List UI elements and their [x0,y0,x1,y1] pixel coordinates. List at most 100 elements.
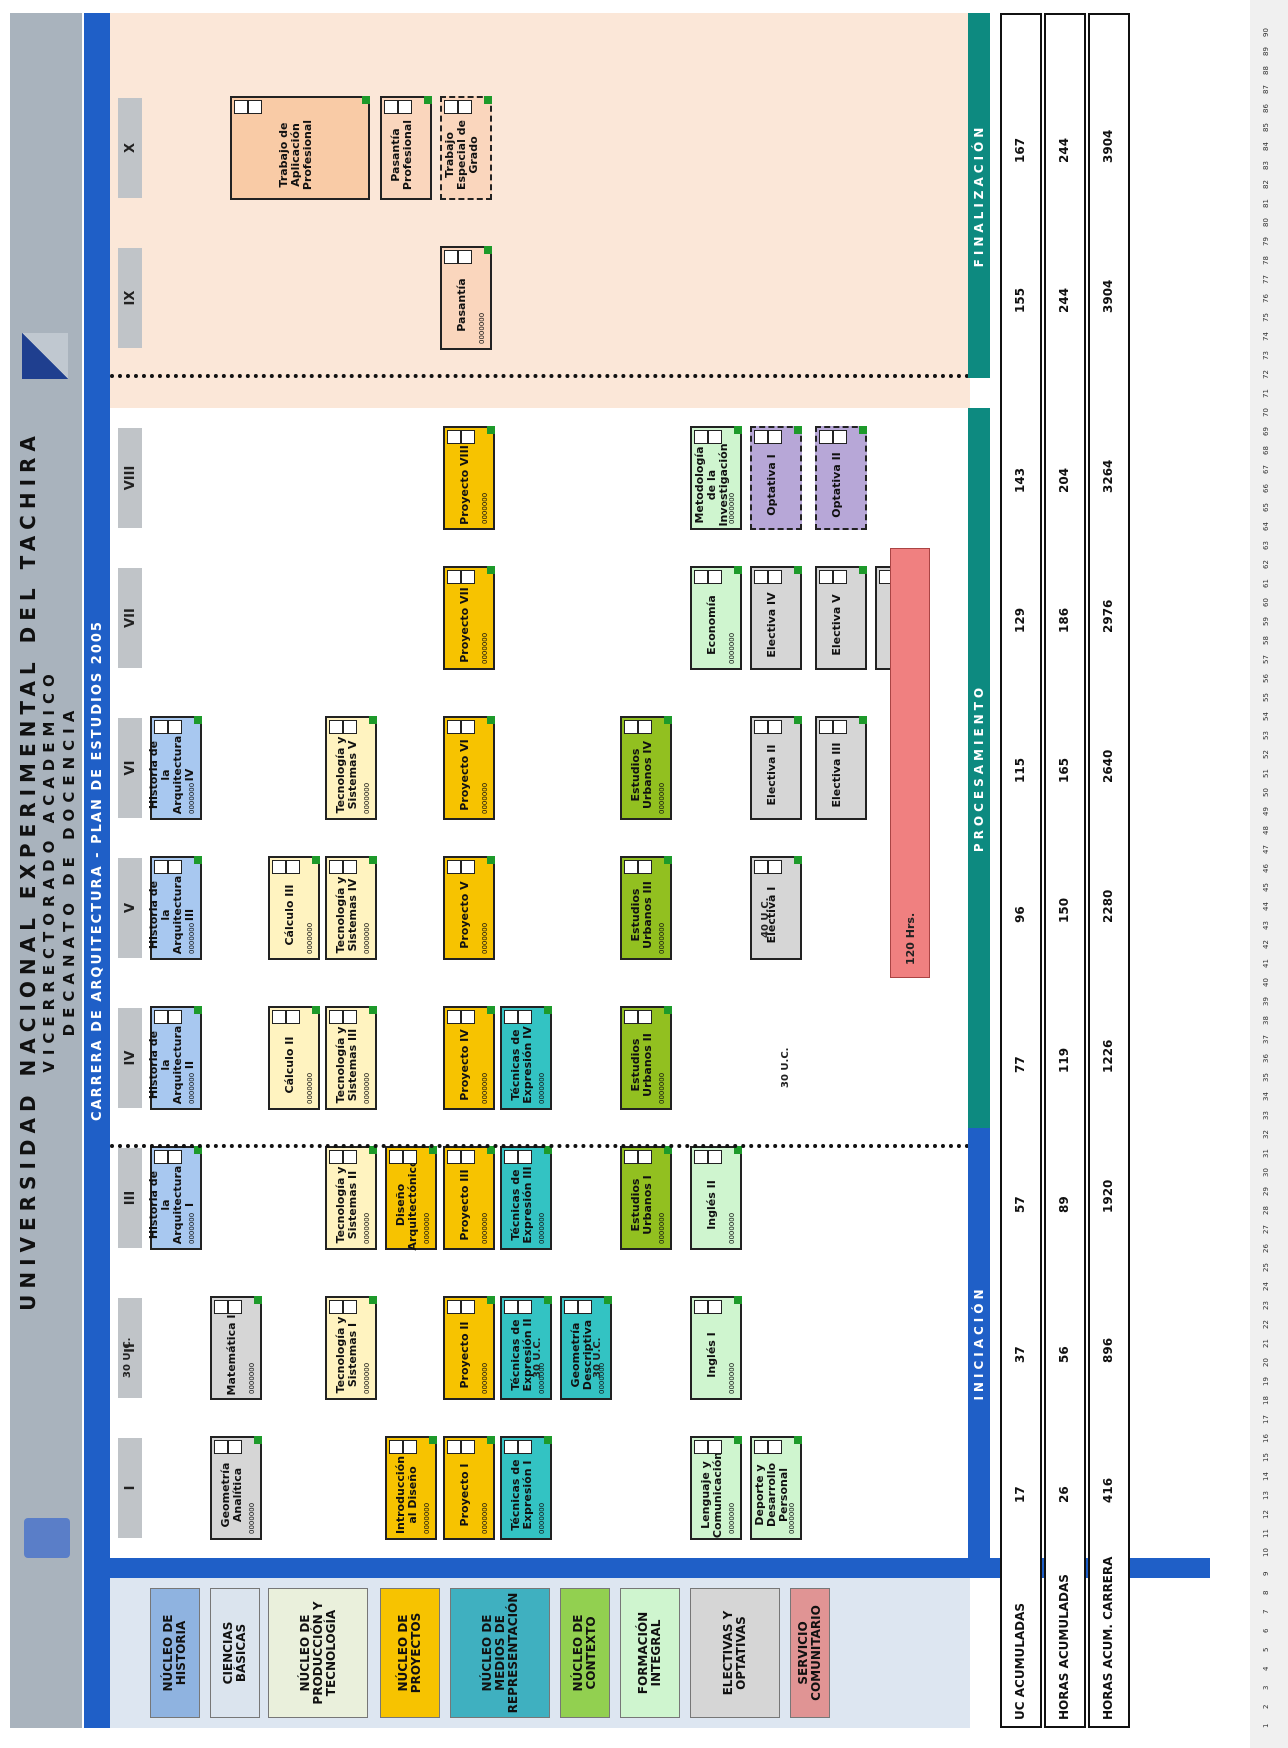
course-marker [487,1436,495,1444]
course-42[interactable]: Electiva V [815,566,867,670]
course-32[interactable]: Lenguaje y Comunicación 0000000 [690,1436,742,1540]
course-marker [664,856,672,864]
course-hr-box [638,1010,652,1024]
course-marker [487,566,495,574]
course-49[interactable]: Trabajo Especial de Grado [440,96,492,200]
ruler-number: 25 [1262,1263,1270,1272]
course-hr-box [228,1440,242,1454]
course-marker [859,716,867,724]
course-41[interactable]: Electiva IV [750,566,802,670]
course-label: Lenguaje y Comunicación [699,1451,724,1539]
ruler-number: 86 [1262,104,1270,113]
course-label: Proyecto I [458,1463,471,1527]
ruler-number: 67 [1262,465,1270,474]
course-uc-box [154,720,168,734]
ruler-number: 44 [1262,902,1270,911]
course-code: 0000000 [188,1212,196,1244]
ruler-number: 8 [1262,1590,1270,1595]
course-code: 0000000 [481,632,489,664]
ruler-number: 84 [1262,142,1270,151]
totals-row-0 [1000,13,1042,1728]
phase-0: INICIACIÓN [968,1128,990,1558]
course-38[interactable]: Electiva I [750,856,802,960]
course-marker [664,716,672,724]
course-label: Diseño Arquitectónico [394,1159,419,1251]
course-uc-box [694,430,708,444]
course-39[interactable]: Electiva II [750,716,802,820]
course-hr-box [768,430,782,444]
ruler-number: 17 [1262,1415,1270,1424]
ruler-number: 45 [1262,883,1270,892]
course-48[interactable]: Pasantía Profesional [380,96,432,200]
course-uc-box [754,570,768,584]
course-label: Cálculo III [283,884,296,946]
service-bar: 120 Hrs. [890,548,930,978]
totals-value-2-8: 3904 [1101,279,1115,313]
totals-value-2-1: 896 [1101,1337,1115,1363]
course-uc-box [272,1010,286,1024]
course-code: 0000000 [188,782,196,814]
course-hr-box [343,720,357,734]
course-label: Pasantía [455,278,468,332]
course-hr-box [458,250,472,264]
ruler-number: 33 [1262,1111,1270,1120]
course-marker [369,856,377,864]
course-47[interactable]: Trabajo de Aplicación Profesional [230,96,370,200]
course-uc-box [154,860,168,874]
course-marker [794,566,802,574]
totals-value-1-9: 244 [1057,137,1071,163]
course-uc-box [447,720,461,734]
course-code: 0000000 [728,1502,736,1534]
course-44[interactable]: Optativa I [750,426,802,530]
ruler-number: 76 [1262,294,1270,303]
semester-header-VI: VI [118,718,142,818]
course-label: Trabajo de Aplicación Profesional [277,119,314,191]
ruler-number: 32 [1262,1130,1270,1139]
course-label: Proyecto III [458,1169,471,1241]
course-code: 0000000 [188,922,196,954]
course-45[interactable]: Optativa II [815,426,867,530]
course-40[interactable]: Electiva III [815,716,867,820]
totals-value-2-4: 2280 [1101,889,1115,923]
ruler-number: 47 [1262,845,1270,854]
